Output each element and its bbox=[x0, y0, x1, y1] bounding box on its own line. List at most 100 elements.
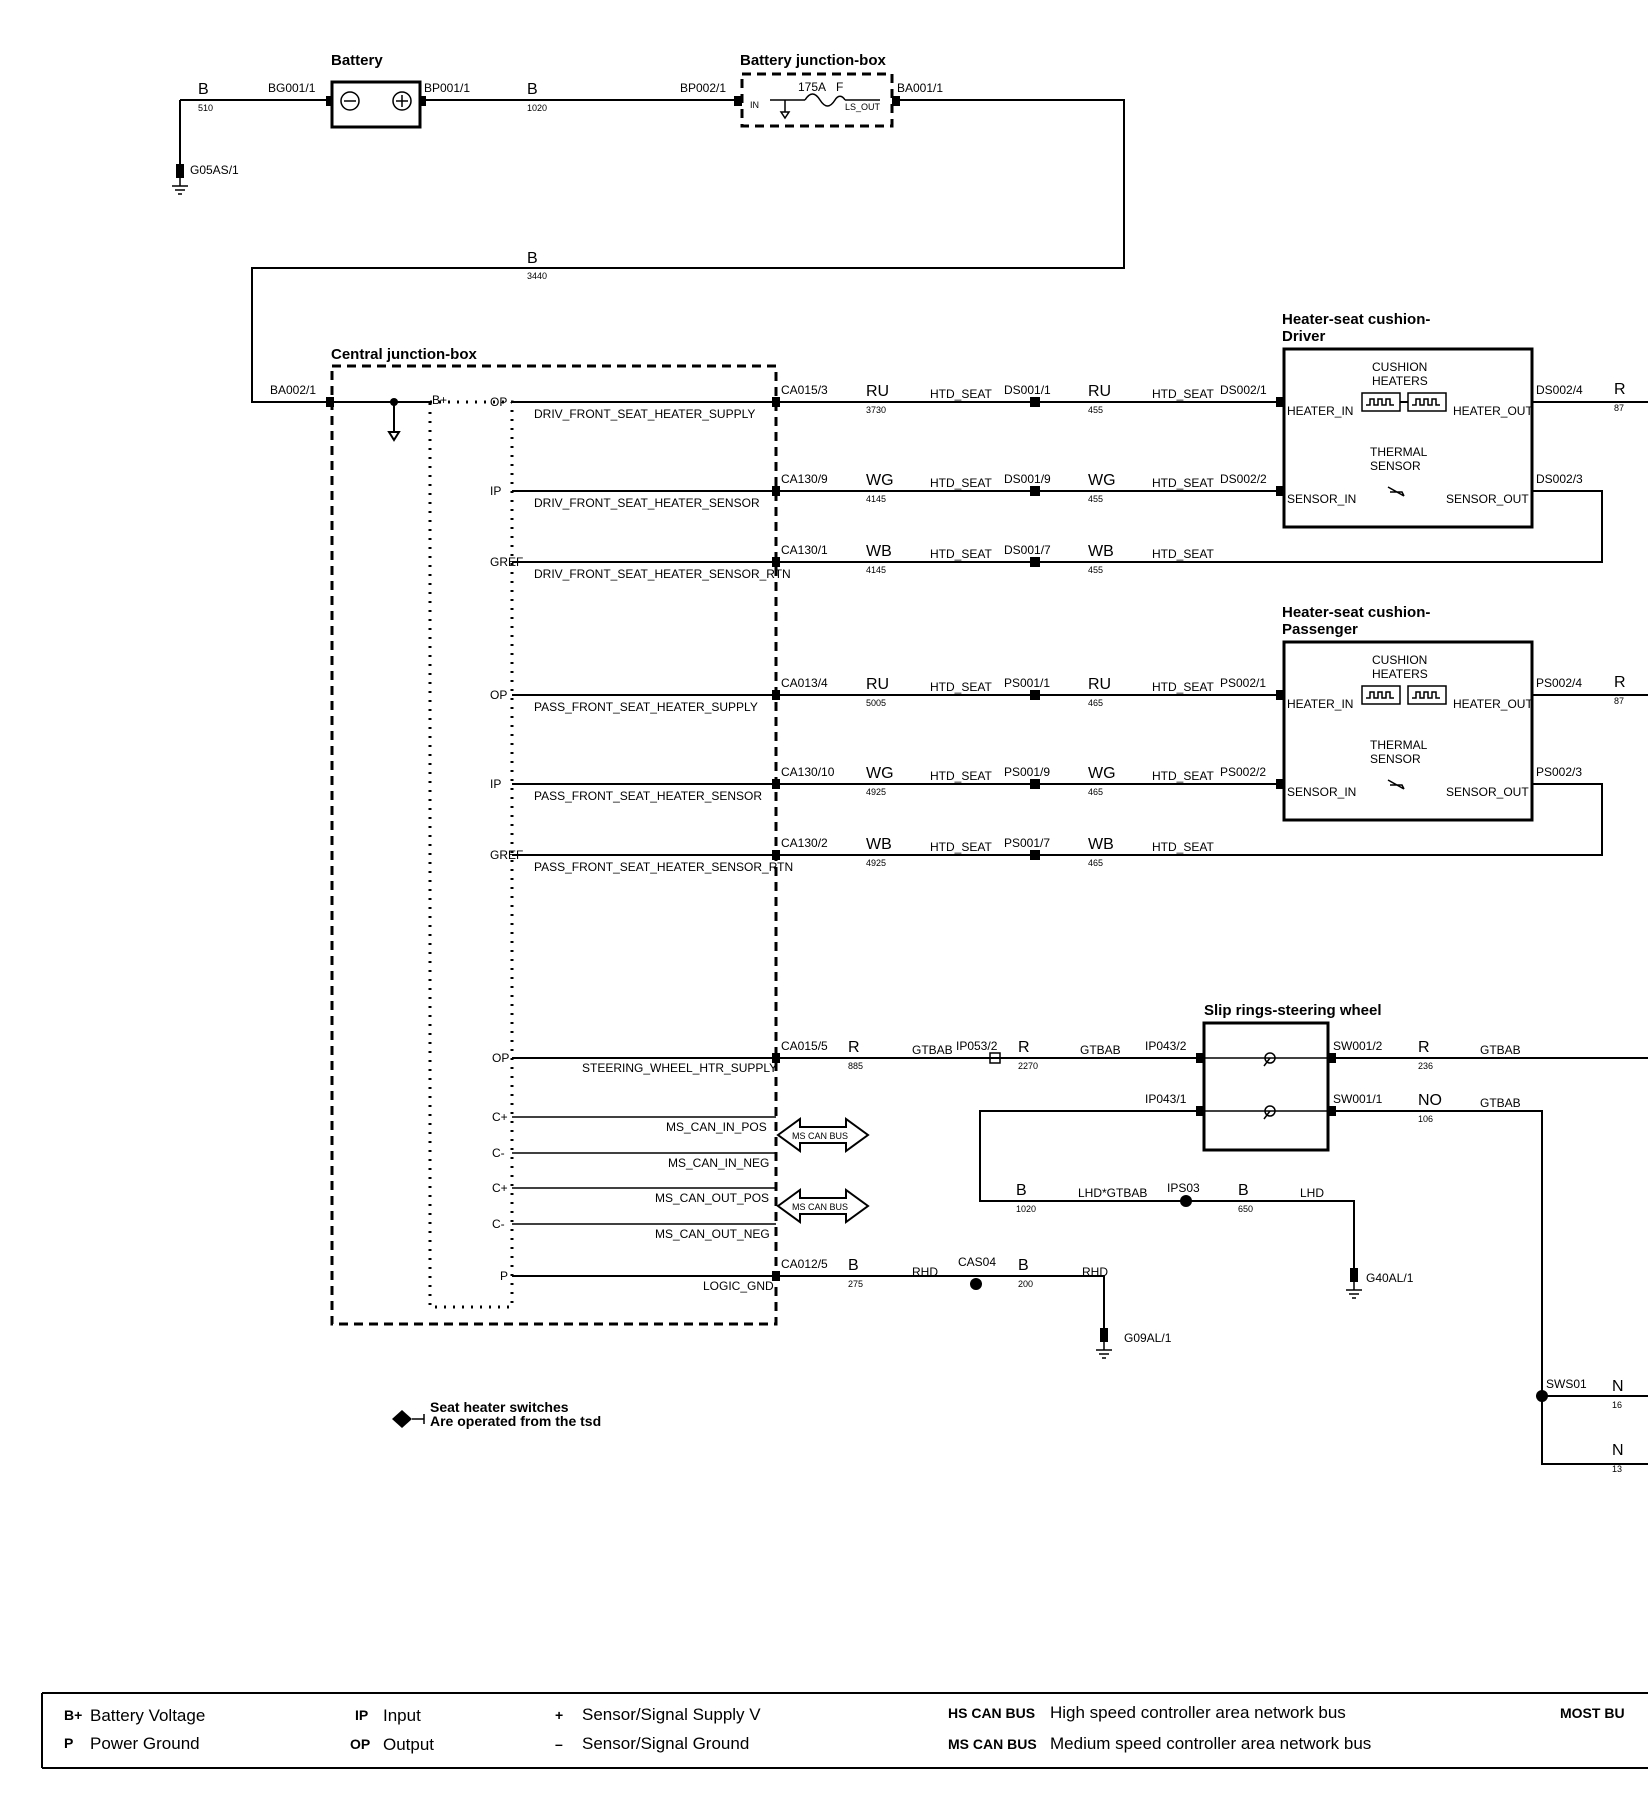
connector-ip053-2: IP053/2 bbox=[956, 1039, 998, 1053]
central-jb-outline bbox=[330, 364, 778, 1326]
slip-ring-contact-icon bbox=[1264, 1105, 1276, 1117]
can-bus-section: C+ C- C+ C- MS_CAN_IN_POS MS_CAN_IN_NEG … bbox=[492, 1110, 870, 1241]
legend-key: – bbox=[555, 1736, 563, 1752]
ground-symbol bbox=[172, 164, 188, 195]
heater-driver-title: Heater-seat cushion- bbox=[1282, 311, 1430, 328]
wire-size: 106 bbox=[1418, 1114, 1433, 1124]
net-label: RHD bbox=[912, 1265, 938, 1279]
can-bus-arrow-icon: MS CAN BUS bbox=[776, 1188, 870, 1224]
signal-can-in-pos: MS_CAN_IN_POS bbox=[666, 1120, 767, 1134]
net-label: HTD_SEAT bbox=[930, 476, 992, 490]
can-bus-label: MS CAN BUS bbox=[792, 1131, 848, 1141]
wire-color: RU bbox=[1088, 676, 1111, 693]
net-label: HTD_SEAT bbox=[930, 840, 992, 854]
wire-color: WG bbox=[866, 472, 894, 489]
wire-size: 275 bbox=[848, 1279, 863, 1289]
battery-jb-title: Battery junction-box bbox=[740, 52, 886, 69]
wire-size: 1020 bbox=[527, 103, 547, 113]
wire-color: R bbox=[1614, 381, 1626, 398]
wire-color: WG bbox=[1088, 472, 1116, 489]
wire-size: 4925 bbox=[866, 858, 886, 868]
connector-pin bbox=[1276, 779, 1284, 789]
net-label: RHD bbox=[1082, 1265, 1108, 1279]
net-label: HTD_SEAT bbox=[1152, 680, 1214, 694]
cushion-heaters-label: CUSHION bbox=[1372, 360, 1427, 374]
net-label: LHD bbox=[1300, 1186, 1324, 1200]
wire-size: 455 bbox=[1088, 494, 1103, 504]
pin-heater-out: HEATER_OUT bbox=[1453, 404, 1533, 418]
signal-name: PASS_FRONT_SEAT_HEATER_SENSOR bbox=[534, 789, 762, 803]
signal-name: PASS_FRONT_SEAT_HEATER_SENSOR_RTN bbox=[534, 860, 793, 874]
dest-connector-label: DS002/2 bbox=[1220, 472, 1267, 486]
pin-cminus: C- bbox=[492, 1146, 505, 1160]
central-junction-box: Central junction-box B+ bbox=[326, 346, 778, 1326]
net-label: GTBAB bbox=[1480, 1096, 1521, 1110]
heater-element-icon bbox=[1361, 685, 1401, 705]
net-label: HTD_SEAT bbox=[930, 680, 992, 694]
wire-color: B bbox=[1238, 1182, 1249, 1199]
wire-size: 3440 bbox=[527, 271, 547, 281]
wire-color: WB bbox=[866, 543, 892, 560]
inline-label: DS001/1 bbox=[1004, 383, 1051, 397]
ground-symbol bbox=[1096, 1328, 1112, 1359]
cushion-heaters-label: CUSHION bbox=[1372, 653, 1427, 667]
diamond-icon bbox=[392, 1410, 412, 1428]
note-line: Seat heater switches bbox=[430, 1399, 569, 1415]
wire-color: B bbox=[198, 81, 209, 98]
connector-pin bbox=[772, 486, 780, 496]
connector-ba002: BA002/1 bbox=[270, 383, 316, 397]
wire-size: 87 bbox=[1614, 696, 1624, 706]
slip-rings-box bbox=[1202, 1021, 1330, 1152]
pin-heater-in: HEATER_IN bbox=[1287, 404, 1353, 418]
wire-color: R bbox=[1018, 1039, 1030, 1056]
connector-label: CA130/10 bbox=[781, 765, 835, 779]
connector-bp001: BP001/1 bbox=[424, 81, 470, 95]
wire-color: R bbox=[848, 1039, 860, 1056]
connector-pin bbox=[1276, 486, 1284, 496]
dest-connector-label: PS002/1 bbox=[1220, 676, 1266, 690]
wire-size: 510 bbox=[198, 103, 213, 113]
legend: B+ Battery Voltage P Power Ground IP Inp… bbox=[41, 1692, 1648, 1769]
inline-connector bbox=[1030, 486, 1040, 496]
inline-connector bbox=[1030, 690, 1040, 700]
wire-color: WB bbox=[866, 836, 892, 853]
wire-color: R bbox=[1418, 1039, 1430, 1056]
pin-bplus: B+ bbox=[432, 393, 447, 407]
inline-connector bbox=[1030, 557, 1040, 567]
legend-text: Medium speed controller area network bus bbox=[1050, 1734, 1371, 1753]
ground-label-g40al: G40AL/1 bbox=[1366, 1271, 1414, 1285]
legend-key: + bbox=[555, 1707, 563, 1723]
wire-color: RU bbox=[866, 676, 889, 693]
legend-text: Power Ground bbox=[90, 1734, 200, 1753]
battery-box bbox=[330, 80, 422, 129]
connector-ps002-3: PS002/3 bbox=[1536, 765, 1582, 779]
fuse-icon bbox=[804, 93, 846, 107]
net-label: GTBAB bbox=[1480, 1043, 1521, 1057]
wire-color: B bbox=[1016, 1182, 1027, 1199]
wire-color: RU bbox=[866, 383, 889, 400]
inline-label: PS001/7 bbox=[1004, 836, 1050, 850]
pin-sensor-in: SENSOR_IN bbox=[1287, 492, 1356, 506]
inline-connector bbox=[1030, 397, 1040, 407]
wire-size: 465 bbox=[1088, 698, 1103, 708]
pin-label: OP bbox=[490, 688, 507, 702]
connector-pin bbox=[1276, 397, 1284, 407]
wire-color: B bbox=[527, 250, 538, 267]
wire-color: B bbox=[527, 81, 538, 98]
wire-size: 455 bbox=[1088, 405, 1103, 415]
legend-key: OP bbox=[350, 1736, 370, 1752]
wire-color: WB bbox=[1088, 543, 1114, 560]
wire-color: WB bbox=[1088, 836, 1114, 853]
plus-icon bbox=[392, 91, 412, 111]
steering-circuit: OP STEERING_WHEEL_HTR_SUPPLY CA015/5 R 8… bbox=[492, 1002, 1648, 1474]
splice-sws01: SWS01 bbox=[1546, 1377, 1587, 1391]
note: Seat heater switches Are operated from t… bbox=[392, 1399, 601, 1429]
fuse-rating: 175A bbox=[798, 80, 826, 94]
pin-cminus: C- bbox=[492, 1217, 505, 1231]
connector-pin bbox=[1276, 690, 1284, 700]
wire-size: 2270 bbox=[1018, 1061, 1038, 1071]
connector-pin bbox=[772, 850, 780, 860]
wire-size: 465 bbox=[1088, 858, 1103, 868]
legend-key: HS CAN BUS bbox=[948, 1705, 1035, 1721]
connector-pin bbox=[772, 557, 780, 567]
